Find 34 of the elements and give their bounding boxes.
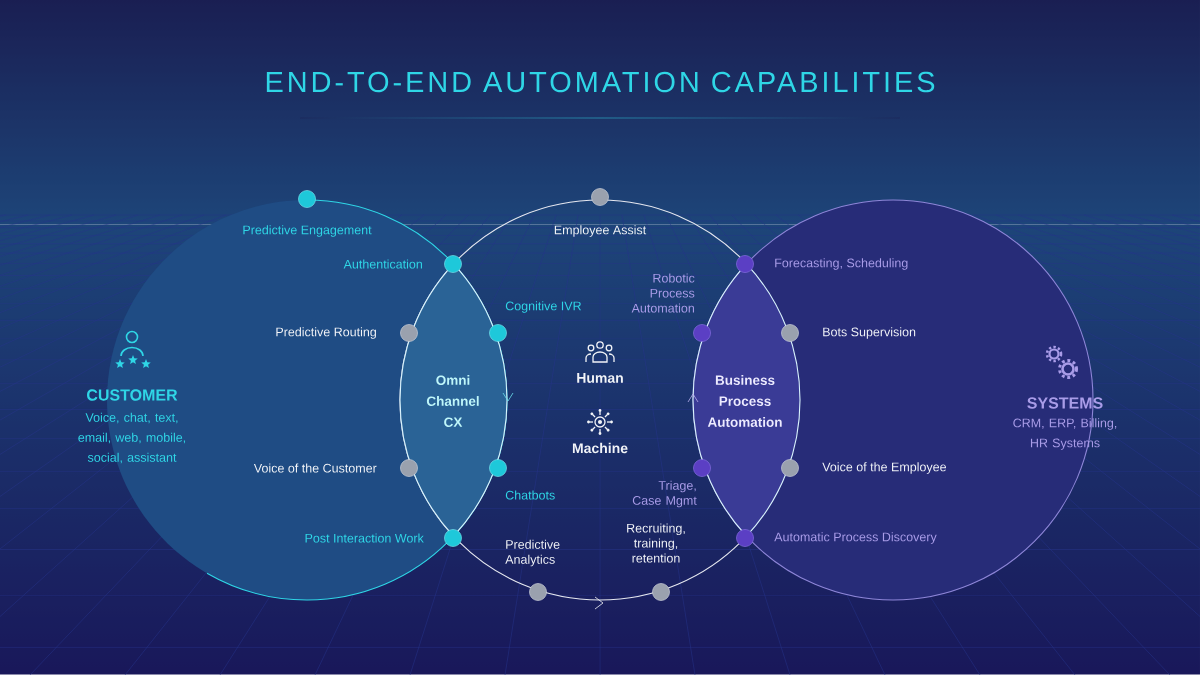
dot [736,255,754,273]
dot [652,583,670,601]
icon-caption: Human [577,373,623,383]
dot-label: Predictive Analytics [505,539,560,567]
dot [489,459,507,477]
dot [444,529,462,547]
dot [736,529,754,547]
dot [693,459,711,477]
category-heading: CUSTOMER [87,389,178,401]
dot [400,324,418,342]
dot-label: Voice of the Employee [822,462,946,474]
dot [591,188,609,206]
dot-label: Cognitive IVR [505,301,582,313]
dot [489,324,507,342]
dot-label: Chatbots [505,490,555,500]
dot-label: Voice of the Customer [253,463,377,473]
dot [693,324,711,342]
title: END-TO-END AUTOMATION CAPABILITIES [266,71,935,93]
category-description: Voice, chat, text, email, web, mobile, social, assistant [78,412,186,464]
dot-label: Recruiting, training, retention [627,523,685,563]
dot-label: Robotic Process Automation [631,273,695,313]
dot [400,459,418,477]
category-description: CRM, ERP, Billing, HR Systems [1013,418,1117,450]
icon-caption: Machine [572,442,628,454]
dot [781,459,799,477]
dot [781,324,799,342]
dot-label: Predictive Engagement [243,225,372,237]
dot-label: Employee Assist [554,225,647,237]
dot [298,190,316,208]
dot [444,255,462,273]
category-heading: SYSTEMS [1027,397,1103,409]
dot-label: Predictive Routing [276,327,376,339]
dot [529,583,547,601]
dot-label: Bots Supervision [823,327,916,339]
